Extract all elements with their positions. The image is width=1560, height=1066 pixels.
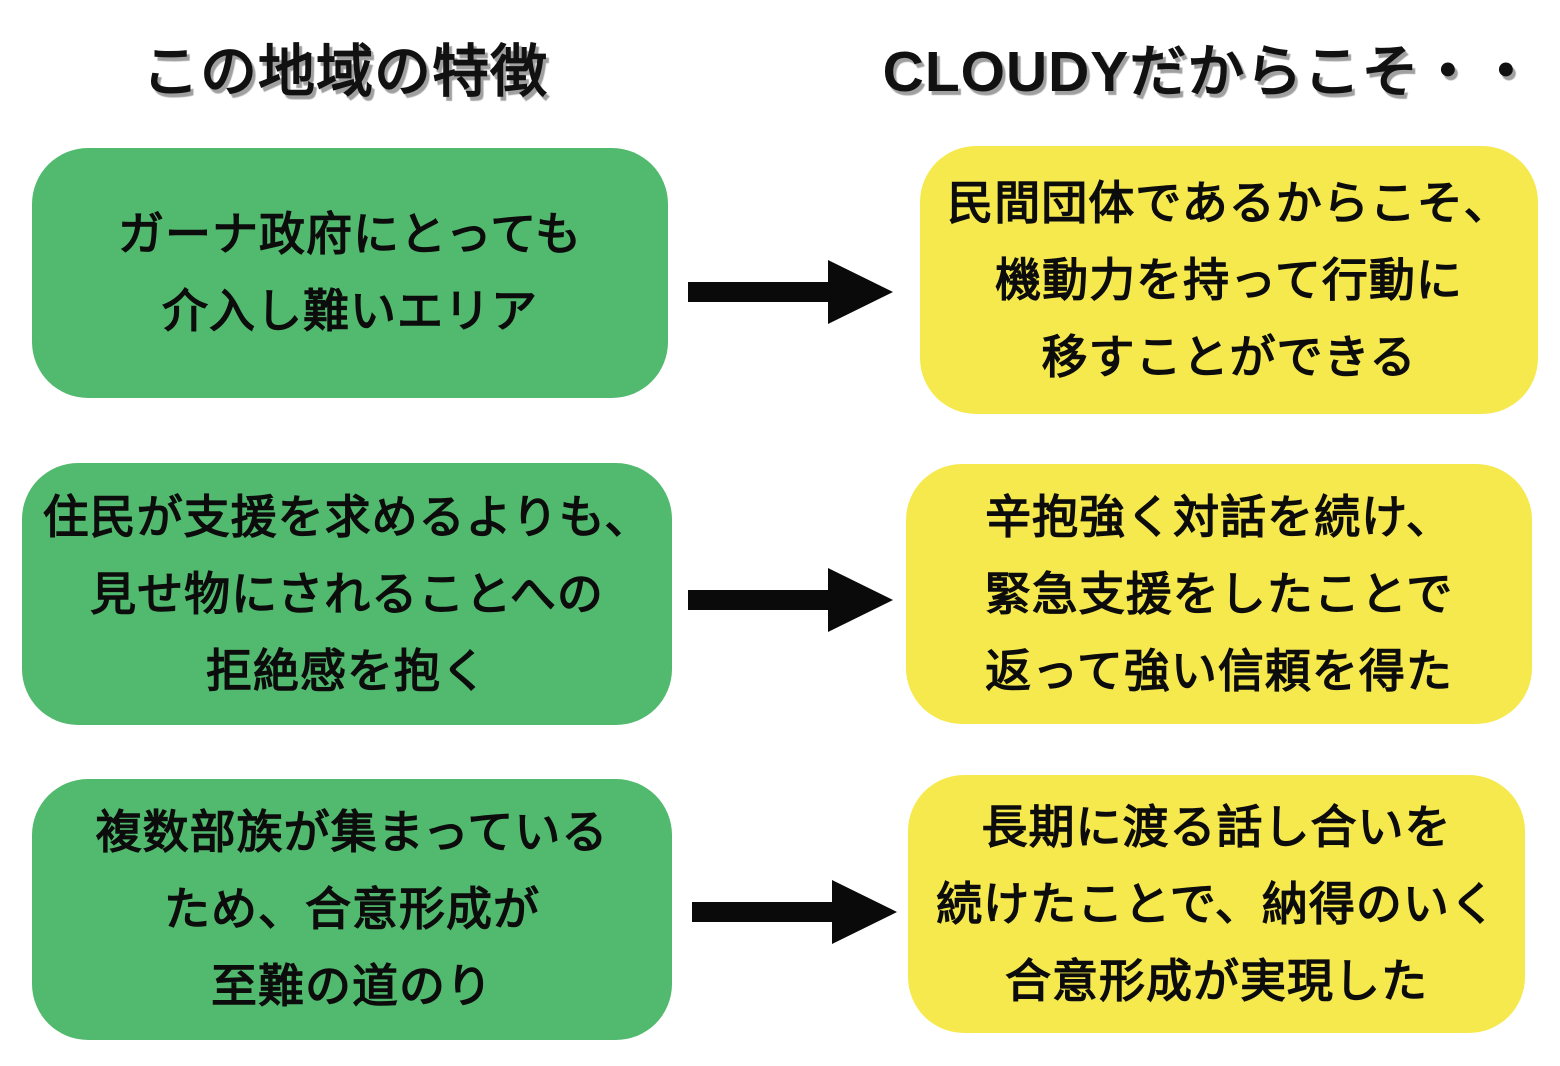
feature-box-3-line-3: 至難の道のり xyxy=(211,960,493,1012)
right-arrow-icon xyxy=(688,568,893,632)
feature-box-1-line-1: ガーナ政府にとっても xyxy=(117,208,583,260)
result-box-3-line-2: 続けたことで、納得のいく xyxy=(936,877,1497,930)
right-arrow-icon xyxy=(692,880,897,944)
feature-box-2-line-2: 見せ物にされることへの xyxy=(90,567,604,620)
right-arrow-icon xyxy=(688,260,893,324)
feature-box-1-line-2: 介入し難いエリア xyxy=(162,285,538,337)
result-box-3-line-3: 合意形成が実現した xyxy=(1005,954,1428,1007)
result-box-1-line-3: 移すことができる xyxy=(1041,330,1417,383)
result-box-2-line-1: 辛抱強く対話を続け、 xyxy=(985,490,1453,543)
feature-box-3: 複数部族が集まっている ため、合意形成が 至難の道のり xyxy=(32,779,672,1040)
result-box-1: 民間団体であるからこそ、 機動力を持って行動に 移すことができる xyxy=(920,146,1538,414)
result-box-2: 辛抱強く対話を続け、 緊急支援をしたことで 返って強い信頼を得た xyxy=(906,464,1532,724)
result-box-2-line-3: 返って強い信頼を得た xyxy=(985,644,1453,697)
column-header-right: CLOUDYだからこそ・・ xyxy=(882,40,1536,104)
feature-box-3-line-2: ため、合意形成が xyxy=(164,883,540,935)
feature-box-2-line-1: 住民が支援を求めるよりも、 xyxy=(42,490,652,543)
result-box-2-line-2: 緊急支援をしたことで xyxy=(984,567,1454,620)
result-box-1-line-2: 機動力を持って行動に xyxy=(995,253,1463,306)
column-header-left: この地域の特徴 xyxy=(142,40,548,104)
feature-box-2-line-3: 拒絶感を抱く xyxy=(206,644,488,697)
result-box-3-line-1: 長期に渡る話し合いを xyxy=(981,800,1452,853)
result-box-3: 長期に渡る話し合いを 続けたことで、納得のいく 合意形成が実現した xyxy=(908,775,1525,1033)
result-box-1-line-1: 民間団体であるからこそ、 xyxy=(947,176,1511,229)
feature-box-1: ガーナ政府にとっても 介入し難いエリア xyxy=(32,148,668,398)
feature-box-2: 住民が支援を求めるよりも、 見せ物にされることへの 拒絶感を抱く xyxy=(22,463,672,725)
feature-box-3-line-1: 複数部族が集まっている xyxy=(95,806,609,858)
